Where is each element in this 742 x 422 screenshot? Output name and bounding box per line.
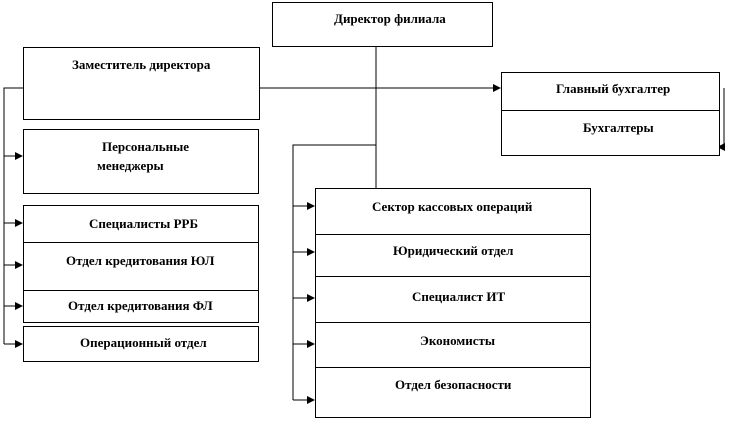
personal-managers-label-line1: Персональные <box>102 139 190 154</box>
right-divider-1 <box>315 234 591 235</box>
personal-managers-box <box>23 129 259 194</box>
economists-label: Экономисты <box>420 333 496 348</box>
accountants-label: Бухгалтеры <box>583 120 654 135</box>
deputy-director-box <box>23 47 260 120</box>
right-divider-4 <box>315 367 591 368</box>
security-dept-label: Отдел безопасности <box>395 377 512 392</box>
cash-sector-label: Сектор кассовых операций <box>372 199 533 214</box>
left-divider-1 <box>23 242 259 243</box>
legal-credit-label: Отдел кредитования ЮЛ <box>66 253 215 268</box>
chief-accountant-label: Главный бухгалтер <box>556 81 671 96</box>
left-divider-2 <box>23 290 259 291</box>
right-spine-line <box>292 144 376 400</box>
left-spine-line <box>3 87 23 344</box>
operations-box <box>23 326 259 362</box>
accounting-box <box>501 72 720 156</box>
director-label: Директор филиала <box>334 11 446 26</box>
individual-credit-label: Отдел кредитования ФЛ <box>68 298 213 313</box>
right-divider-3 <box>315 322 591 323</box>
legal-dept-label: Юридический отдел <box>393 243 514 258</box>
right-units-stack-box <box>315 188 591 418</box>
director-box <box>272 2 493 47</box>
accountant-loop-line <box>717 88 725 151</box>
rrb-specialists-label: Специалисты РРБ <box>89 216 199 231</box>
left-units-stack-box <box>23 205 259 323</box>
operations-label: Операционный отдел <box>80 335 207 350</box>
deputy-director-label: Заместитель директора <box>72 57 211 72</box>
personal-managers-label-line2: менеджеры <box>97 158 164 173</box>
accounting-divider <box>501 110 720 111</box>
right-divider-2 <box>315 276 591 277</box>
it-specialist-label: Специалист ИТ <box>412 289 506 304</box>
